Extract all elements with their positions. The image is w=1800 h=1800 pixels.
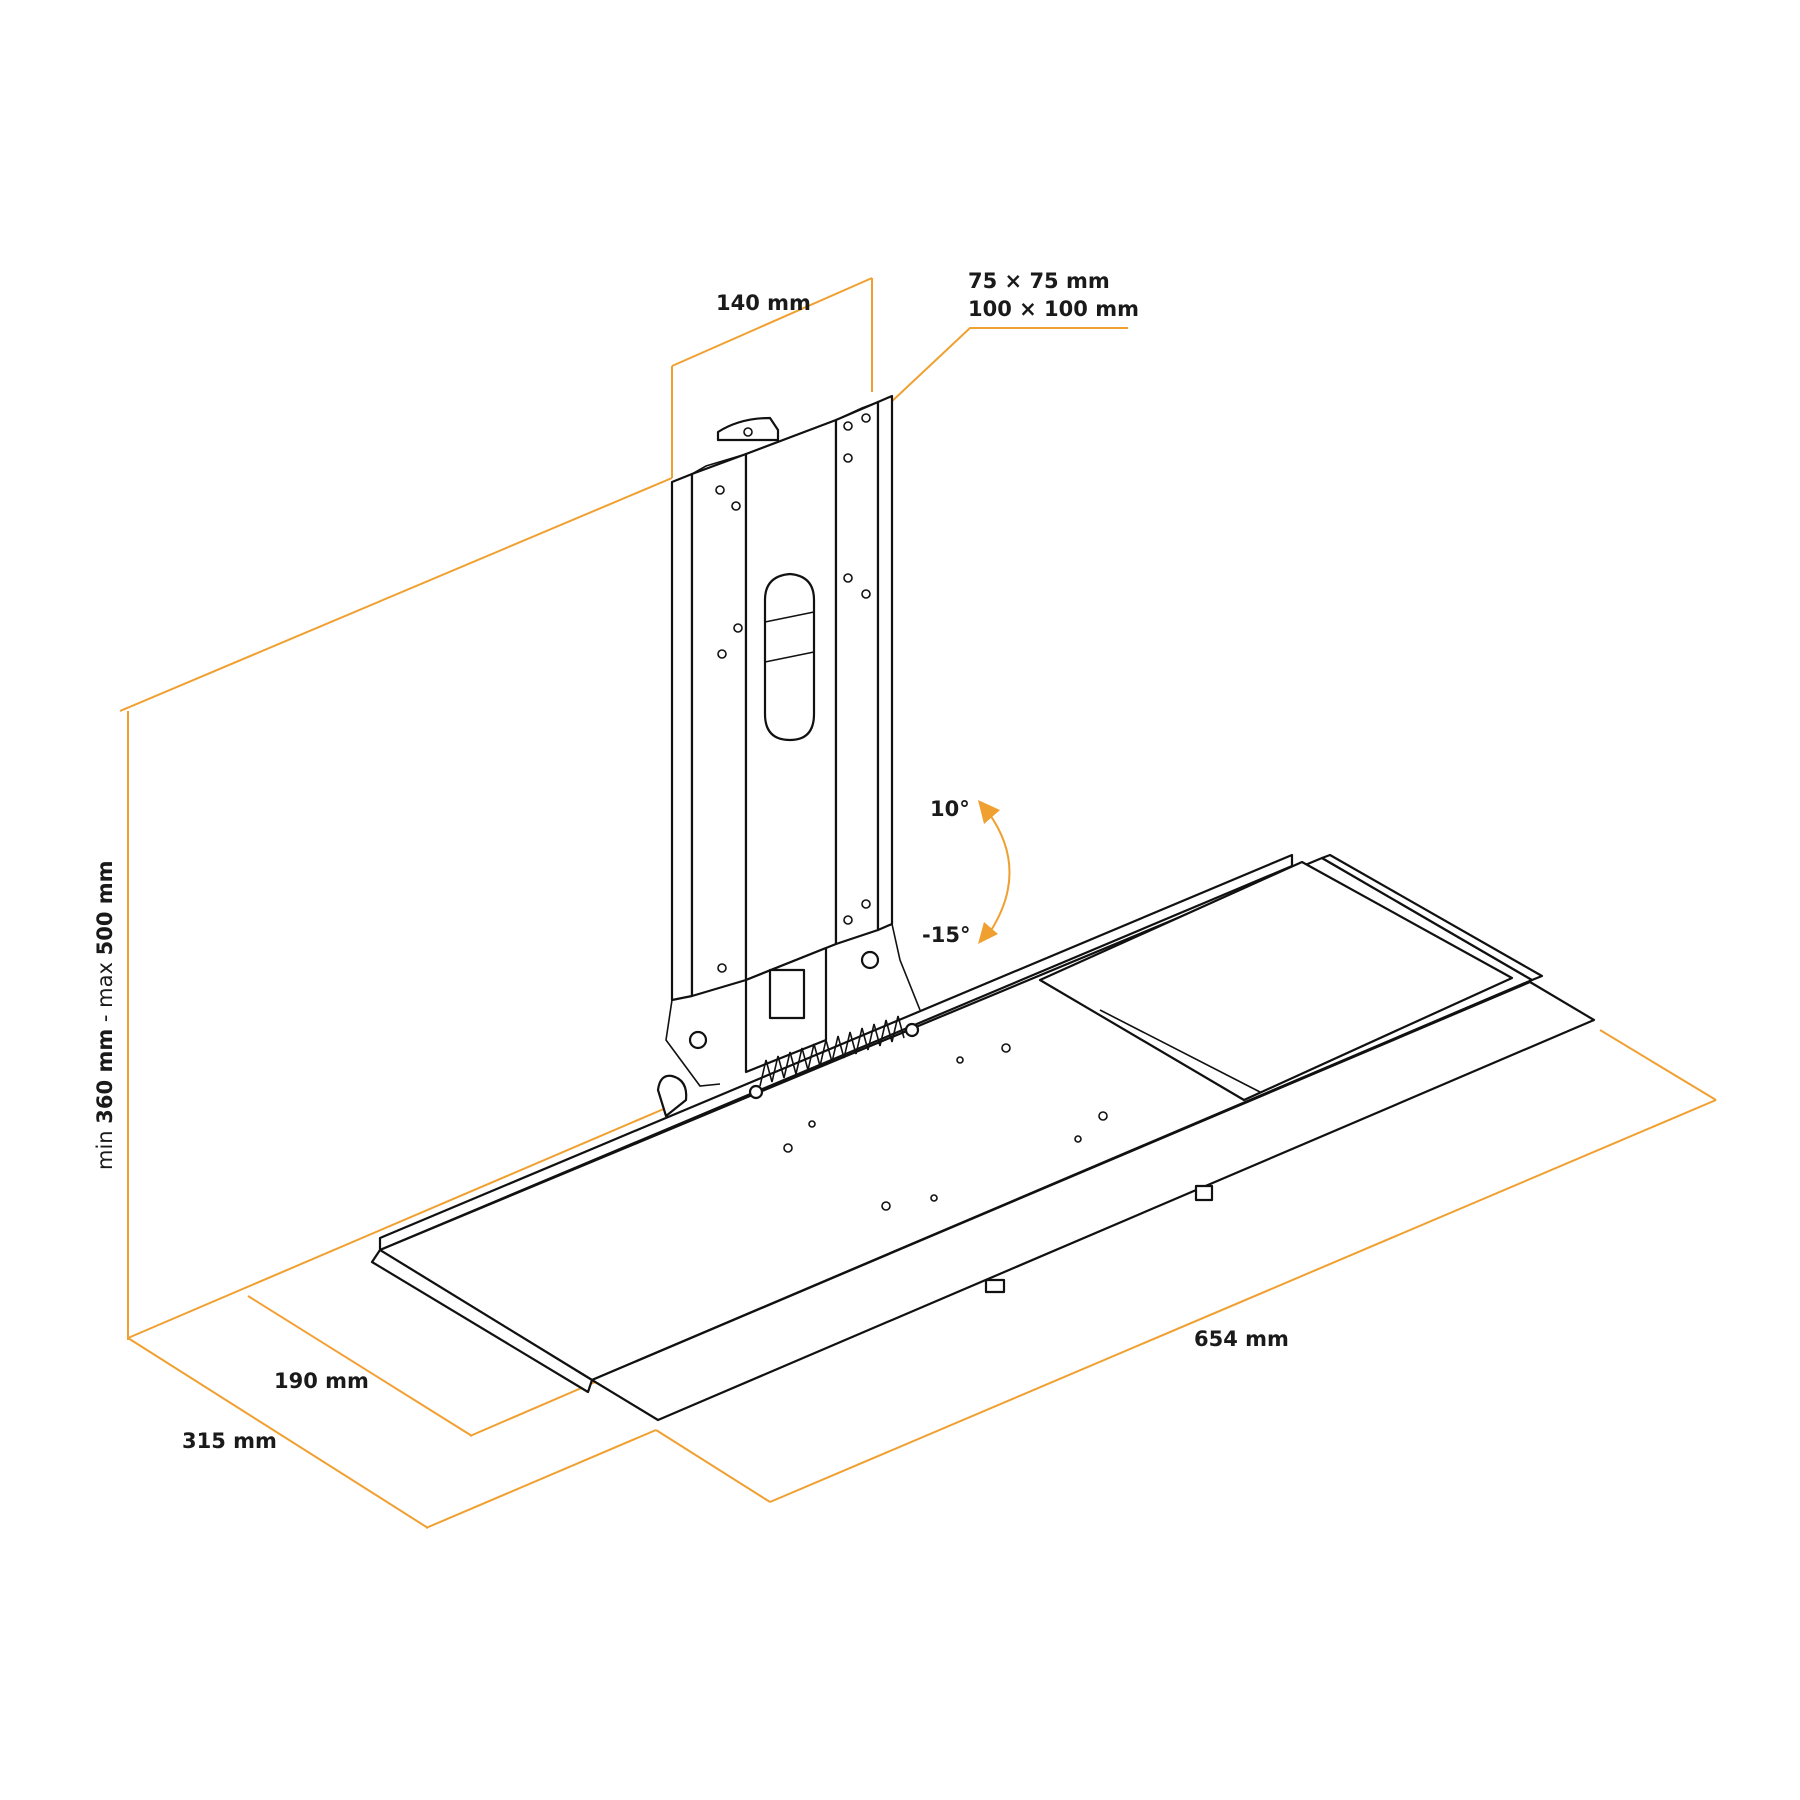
label-tilt-down: -15° bbox=[922, 923, 970, 947]
dimension-lines bbox=[119, 277, 1717, 1529]
label-depth-190: 190 mm bbox=[274, 1369, 369, 1393]
tilt-down-arrow-icon bbox=[978, 922, 998, 944]
label-tilt-up: 10° bbox=[930, 797, 970, 821]
label-width-140: 140 mm bbox=[716, 291, 811, 315]
label-height-range: min 360 mm - max 500 mm bbox=[93, 860, 117, 1170]
tilt-up-arrow-icon bbox=[978, 800, 1000, 824]
label-height-min: 360 mm bbox=[93, 1029, 117, 1124]
label-height-sep: - bbox=[93, 1008, 117, 1029]
hinge-teeth bbox=[748, 1015, 920, 1100]
label-height-min-word: min bbox=[93, 1130, 117, 1170]
label-vesa-100: 100 × 100 mm bbox=[968, 297, 1139, 321]
label-length-654: 654 mm bbox=[1194, 1327, 1289, 1351]
label-depth-315: 315 mm bbox=[182, 1429, 277, 1453]
keyboard-tray bbox=[370, 853, 1596, 1422]
label-height-max-word: max bbox=[93, 962, 117, 1008]
label-height-max: 500 mm bbox=[93, 860, 117, 955]
vesa-mount-column bbox=[656, 394, 921, 1118]
dimension-labels: 140 mm 75 × 75 mm 100 × 100 mm 10° -15° … bbox=[93, 269, 1289, 1453]
label-vesa-75: 75 × 75 mm bbox=[968, 269, 1110, 293]
